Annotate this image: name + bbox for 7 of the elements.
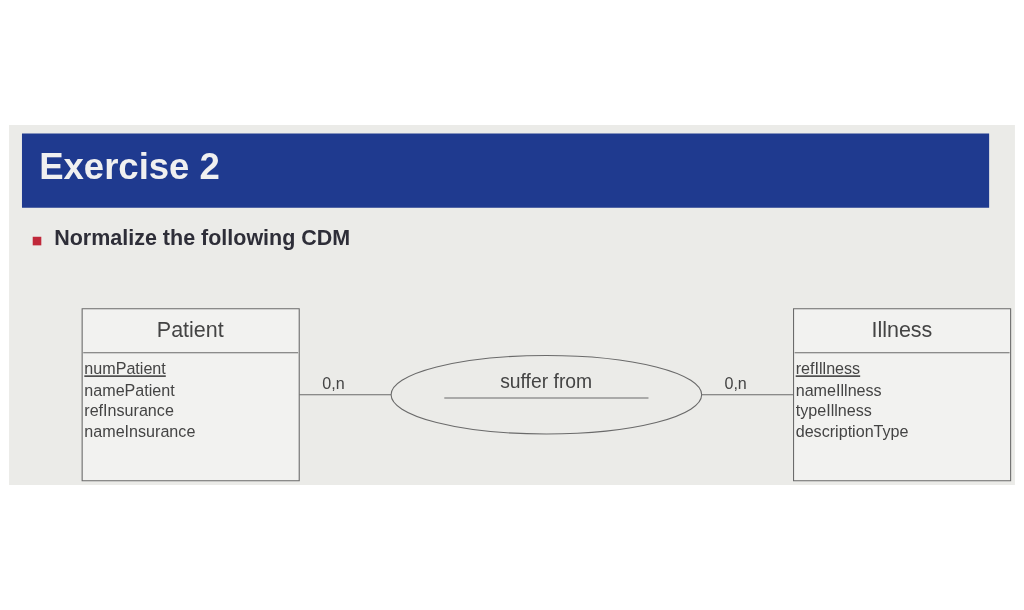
label: Normalize the following CDM [54,226,351,251]
edge-label: 0,n [322,374,345,393]
connector [701,394,794,396]
diagram-title: Exercise 2 [39,146,220,188]
node-ellipse: suffer from [390,354,703,435]
edge-label: 0,n [724,374,747,393]
connector [298,394,392,396]
